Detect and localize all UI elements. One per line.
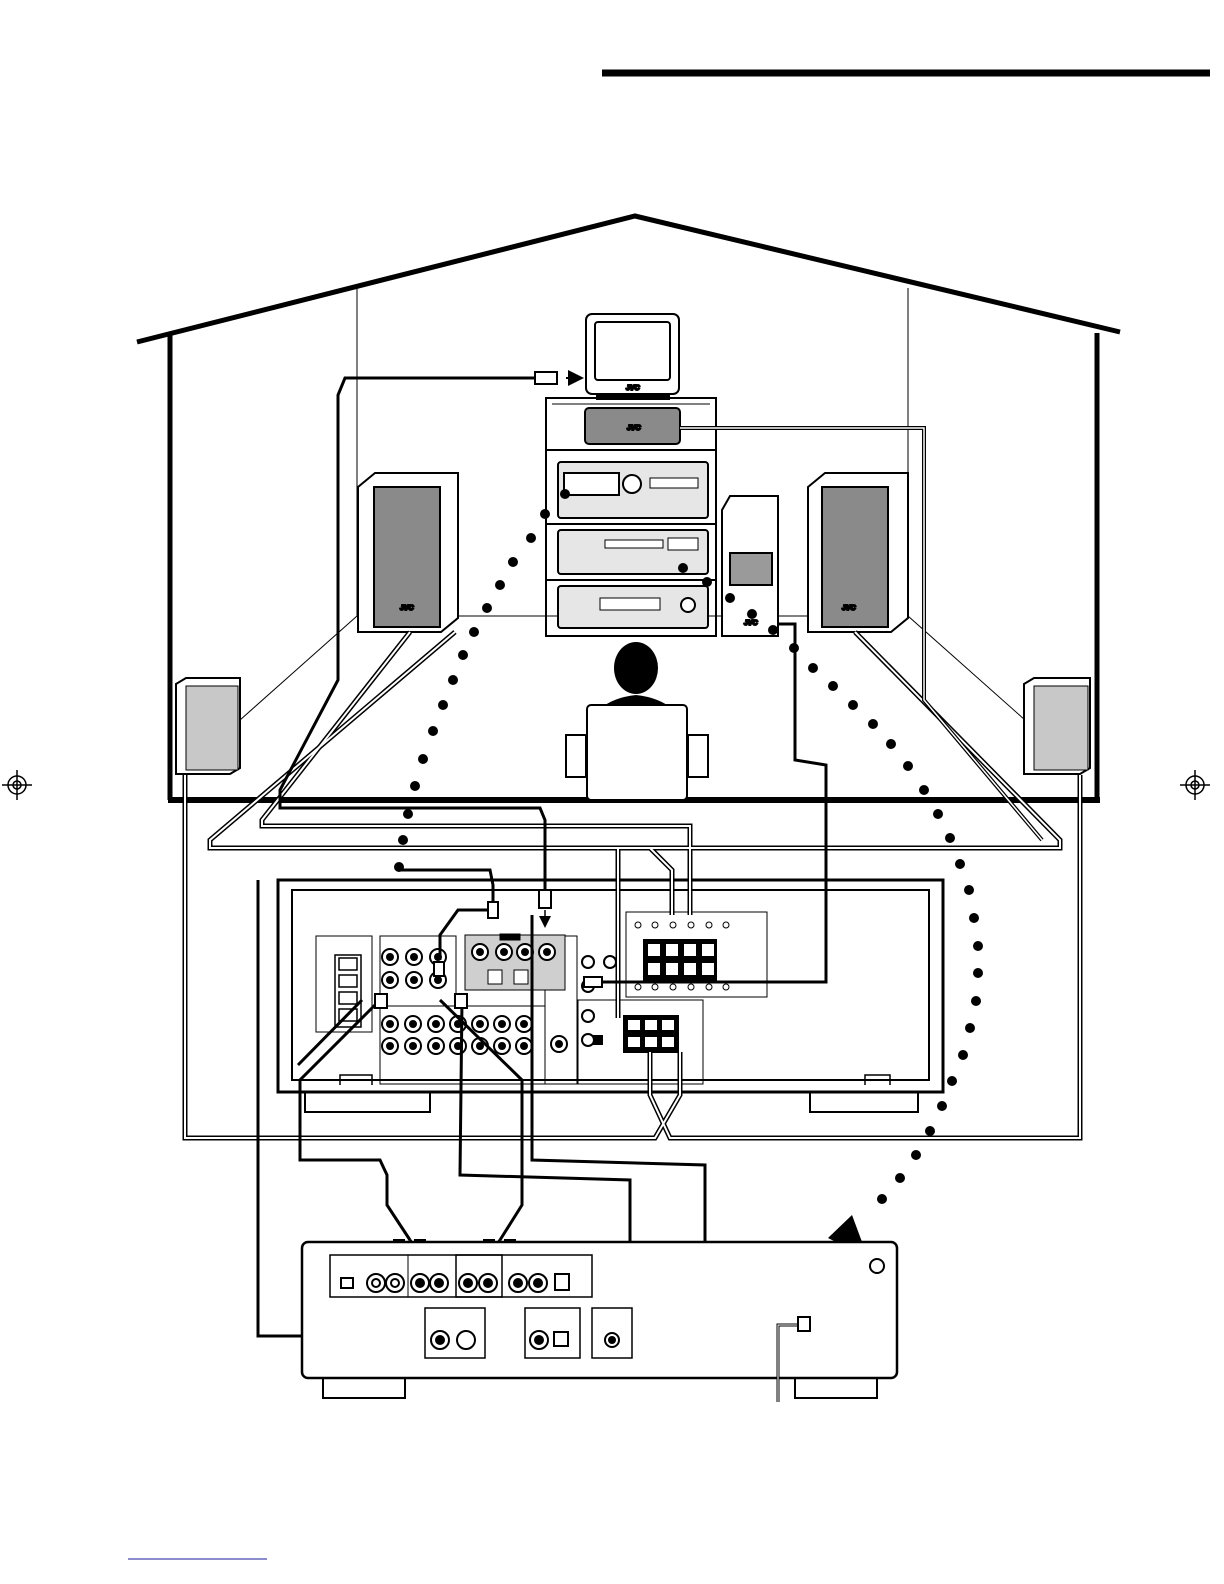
front-right-logo: JVC: [842, 605, 857, 612]
video-monitor-cable: [280, 372, 580, 925]
registration-mark-icon: [2, 770, 32, 800]
rear-right-speaker: [1024, 678, 1090, 774]
front-left-speaker: JVC: [358, 473, 458, 632]
front-right-speaker: JVC: [808, 473, 908, 632]
listener-icon: [566, 642, 708, 800]
registration-mark-icon: [1180, 770, 1210, 800]
rear-left-speaker: [176, 678, 240, 774]
front-left-logo: JVC: [400, 605, 415, 612]
vcr-front: [558, 586, 708, 628]
center-speaker: JVC: [585, 408, 680, 444]
tv-monitor: JVC: [586, 314, 679, 399]
tv-logo: JVC: [626, 385, 641, 392]
subwoofer-logo: JVC: [744, 620, 759, 627]
receiver-front: [558, 462, 708, 518]
rear-speaker-terminals: [624, 1016, 678, 1052]
center-speaker-logo: JVC: [627, 425, 642, 432]
